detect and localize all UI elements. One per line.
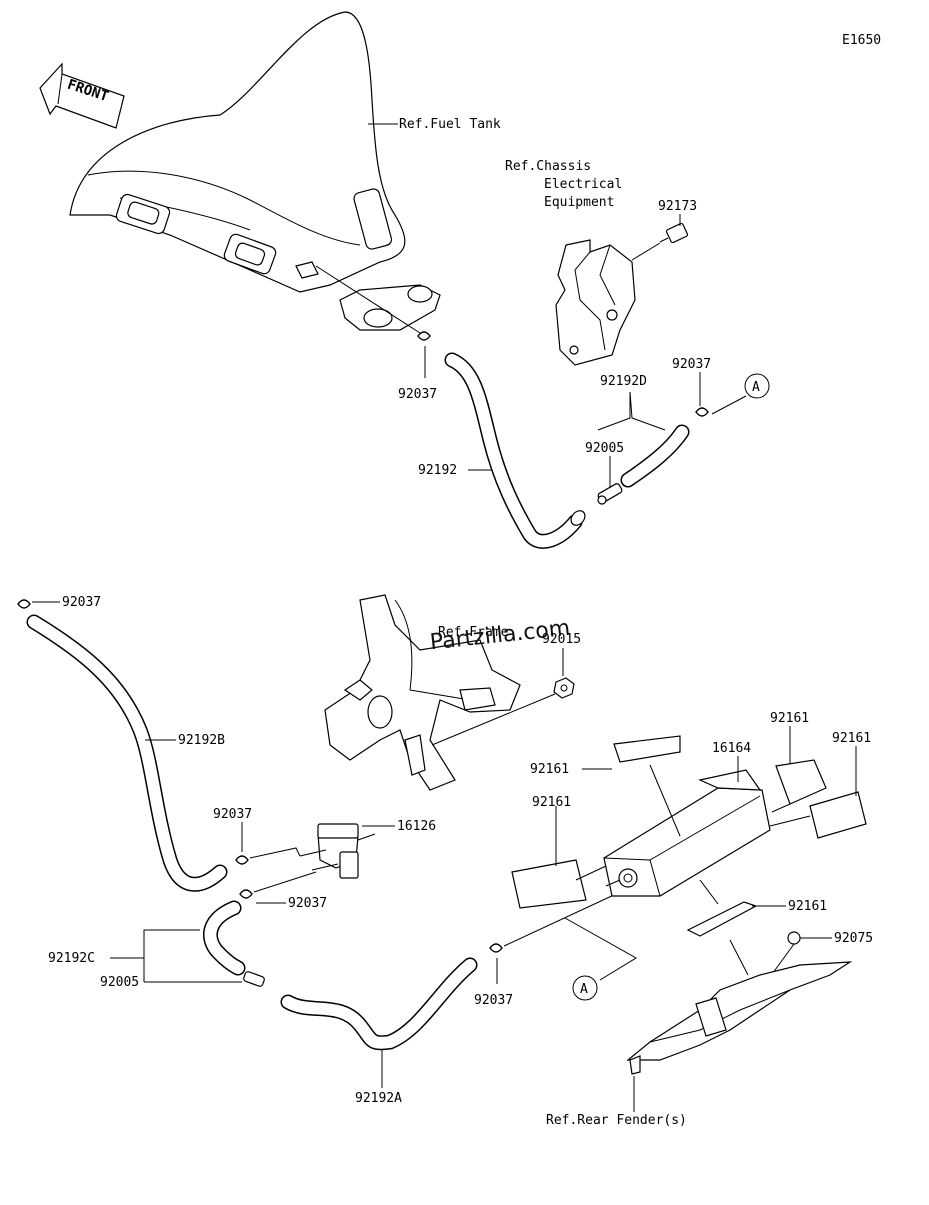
clamp-92037-top-left xyxy=(17,599,31,609)
pad-92161-right-b xyxy=(769,791,867,839)
hose-92192d xyxy=(620,424,690,488)
callout-92037-a: 92037 xyxy=(398,387,437,402)
callout-92192c: 92192C xyxy=(48,951,95,966)
callout-16126: 16126 xyxy=(397,819,436,834)
callout-92015: 92015 xyxy=(542,632,581,647)
clamp-92037-tank xyxy=(315,265,431,341)
canister-16164 xyxy=(603,769,771,897)
callout-92192b: 92192B xyxy=(178,733,225,748)
clamp-92037-solenoid-lower xyxy=(239,871,317,899)
ref-rear-fender: Ref.Rear Fender(s) xyxy=(546,1113,687,1128)
fuel-tank-drawing xyxy=(69,11,441,331)
frame-drawing xyxy=(324,594,521,791)
ref-chassis-line2: Electrical xyxy=(544,177,622,192)
callout-92161-c: 92161 xyxy=(770,711,809,726)
clamp-92037-canister xyxy=(489,893,617,953)
callout-92192d: 92192D xyxy=(600,374,647,389)
pad-92161-bottom xyxy=(686,879,758,937)
callout-92005-a: 92005 xyxy=(585,441,624,456)
callout-92192a: 92192A xyxy=(355,1091,402,1106)
callout-16164: 16164 xyxy=(712,741,751,756)
pad-92161-left xyxy=(511,859,607,909)
nut-92015 xyxy=(553,677,575,699)
ref-a-top-label: A xyxy=(752,380,760,395)
front-arrow-icon: FRONT xyxy=(39,62,125,129)
callout-92037-d: 92037 xyxy=(213,807,252,822)
joint-92005-top xyxy=(597,483,623,505)
callout-92161-d: 92161 xyxy=(832,731,871,746)
hose-92192c xyxy=(203,900,246,976)
callout-92037-c: 92037 xyxy=(62,595,101,610)
ref-a-top-marker: A xyxy=(744,373,770,399)
clamp-92037-solenoid-upper xyxy=(235,847,301,865)
chassis-bracket-drawing xyxy=(555,239,636,366)
callout-92192: 92192 xyxy=(418,463,457,478)
hose-92192a xyxy=(280,957,478,1051)
ref-frame: Ref.Frame xyxy=(438,625,509,640)
pad-92161-right-a xyxy=(771,759,827,813)
ref-chassis-line1: Ref.Chassis xyxy=(505,159,591,174)
part-92173-valve xyxy=(631,222,689,261)
callout-92161-e: 92161 xyxy=(788,899,827,914)
callout-92075: 92075 xyxy=(834,931,873,946)
solenoid-valve-16126 xyxy=(299,823,376,879)
ref-chassis-line3: Equipment xyxy=(544,195,614,210)
hose-92192b xyxy=(26,614,228,892)
callout-92037-f: 92037 xyxy=(474,993,513,1008)
joint-92005-bottom xyxy=(243,971,265,987)
ref-a-bottom-marker: A xyxy=(572,975,598,1001)
diagram-code: E1650 xyxy=(842,33,881,48)
callout-92161-b: 92161 xyxy=(532,795,571,810)
callout-92037-b: 92037 xyxy=(672,357,711,372)
callout-92161-a: 92161 xyxy=(530,762,569,777)
ref-fuel-tank: Ref.Fuel Tank xyxy=(399,117,501,132)
bolt-92075 xyxy=(787,931,832,945)
callout-92005-b: 92005 xyxy=(100,975,139,990)
pad-92161-top xyxy=(613,735,681,837)
hose-92192 xyxy=(444,352,586,549)
ref-a-bottom-label: A xyxy=(580,982,588,997)
clamp-92037-a-ref xyxy=(695,407,709,417)
callout-92173: 92173 xyxy=(658,199,697,214)
callout-92037-e: 92037 xyxy=(288,896,327,911)
rear-fender-bracket xyxy=(626,939,853,1075)
